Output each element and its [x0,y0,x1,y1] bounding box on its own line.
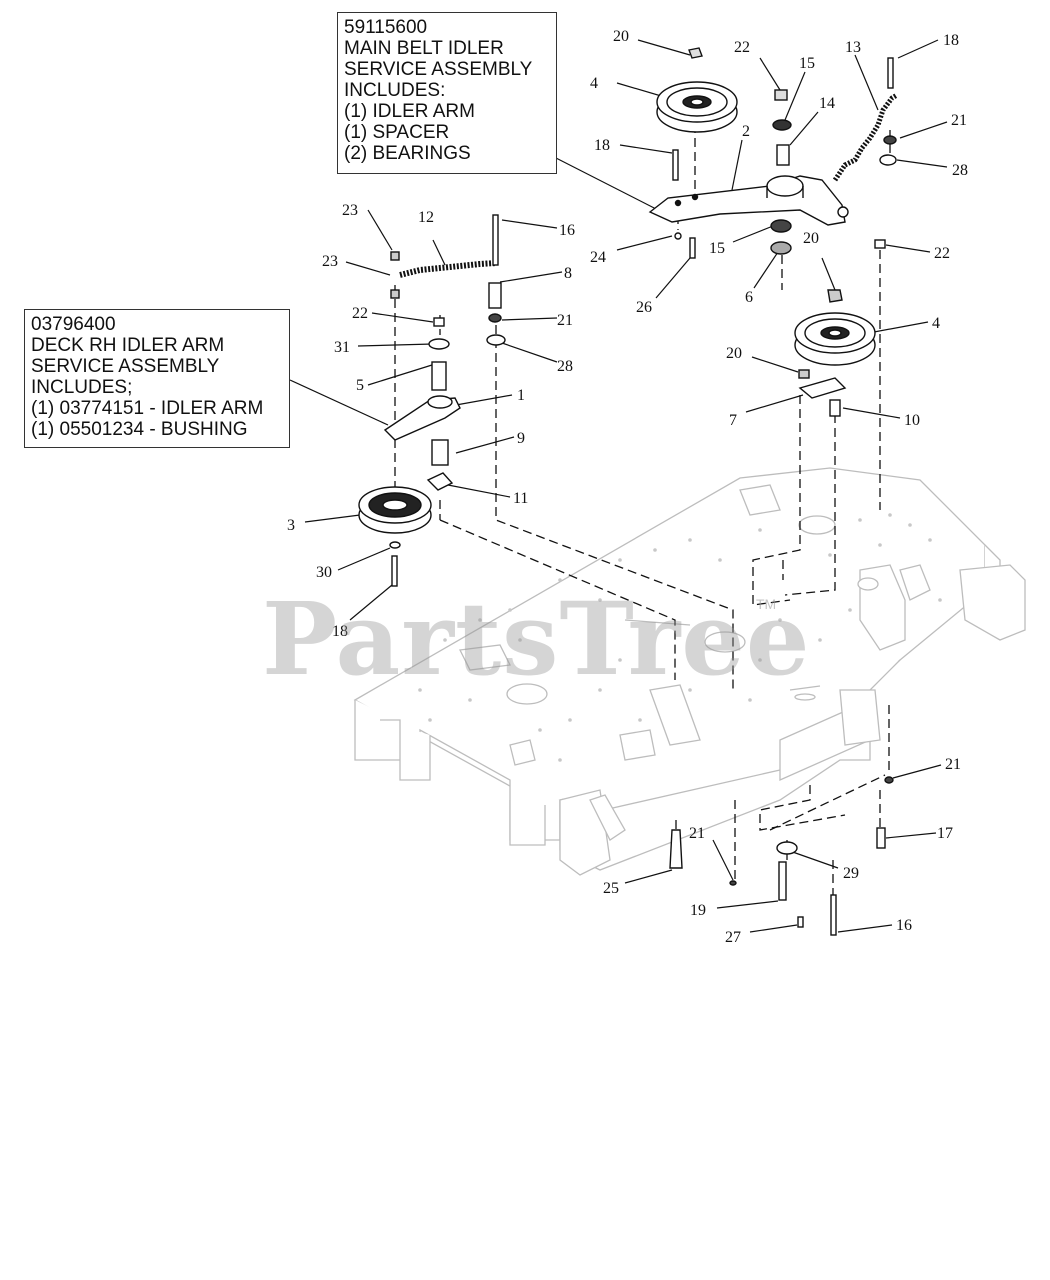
label-21: 21 [557,312,573,329]
label-4: 4 [590,75,598,92]
label-24: 24 [590,249,606,266]
callout-line: INCLUDES: [344,80,446,101]
label-11: 11 [513,490,528,507]
label-22: 22 [734,39,750,56]
label-22: 22 [934,245,950,262]
watermark-tm: TM [756,596,777,612]
label-8: 8 [564,265,572,282]
label-18: 18 [943,32,959,49]
label-1: 1 [517,387,525,404]
callout-part-number: 59115600 [344,17,428,38]
pulley-4-upper [656,81,738,133]
label-28: 28 [557,358,573,375]
label-20: 20 [726,345,742,362]
label-18: 18 [332,623,348,640]
label-28: 28 [952,162,968,179]
callout-line: (2) BEARINGS [344,143,471,164]
label-29: 29 [843,865,859,882]
label-25: 25 [603,880,619,897]
label-16: 16 [896,917,912,934]
callout-line: (1) SPACER [344,122,450,143]
callout-line: SERVICE ASSEMBLY [31,356,220,377]
parts [358,47,899,936]
label-10: 10 [904,412,920,429]
label-7: 7 [729,412,737,429]
callout-part-number: 03796400 [31,314,116,335]
callout-deck-rh-idler-arm: 03796400 DECK RH IDLER ARM SERVICE ASSEM… [24,309,290,448]
label-2: 2 [742,123,750,140]
callout-line: MAIN BELT IDLER [344,38,504,59]
label-23: 23 [342,202,358,219]
label-31: 31 [334,339,350,356]
label-20: 20 [803,230,819,247]
label-27: 27 [725,929,741,946]
label-18: 18 [594,137,610,154]
leader-lines [289,39,948,933]
label-12: 12 [418,209,434,226]
label-19: 19 [690,902,706,919]
label-9: 9 [517,430,525,447]
label-3: 3 [287,517,295,534]
pulley-4-lower [794,312,876,366]
label-26: 26 [636,299,652,316]
callout-main-belt-idler: 59115600 MAIN BELT IDLER SERVICE ASSEMBL… [337,12,557,174]
label-21: 21 [951,112,967,129]
watermark: PartsTree [262,580,811,698]
callout-line: (1) 03774151 - IDLER ARM [31,398,264,419]
deck-holes [418,513,942,762]
label-30: 30 [316,564,332,581]
label-6: 6 [745,289,753,306]
label-15: 15 [799,55,815,72]
label-4: 4 [932,315,940,332]
label-23: 23 [322,253,338,270]
label-14: 14 [819,95,835,112]
label-5: 5 [356,377,364,394]
label-15: 15 [709,240,725,257]
label-21: 21 [945,756,961,773]
label-16: 16 [559,222,575,239]
label-13: 13 [845,39,861,56]
label-17: 17 [937,825,953,842]
callout-line: INCLUDES; [31,377,133,398]
callout-line: DECK RH IDLER ARM [31,335,225,356]
pulley-3 [358,486,432,534]
label-22: 22 [352,305,368,322]
callout-line: (1) IDLER ARM [344,101,475,122]
callout-line: SERVICE ASSEMBLY [344,59,533,80]
callout-line: (1) 05501234 - BUSHING [31,419,248,440]
part-labels: 1 2 3 4 4 5 6 7 8 9 10 11 12 13 14 15 15… [287,28,968,946]
label-20: 20 [613,28,629,45]
label-21: 21 [689,825,705,842]
mower-deck [353,467,1026,876]
